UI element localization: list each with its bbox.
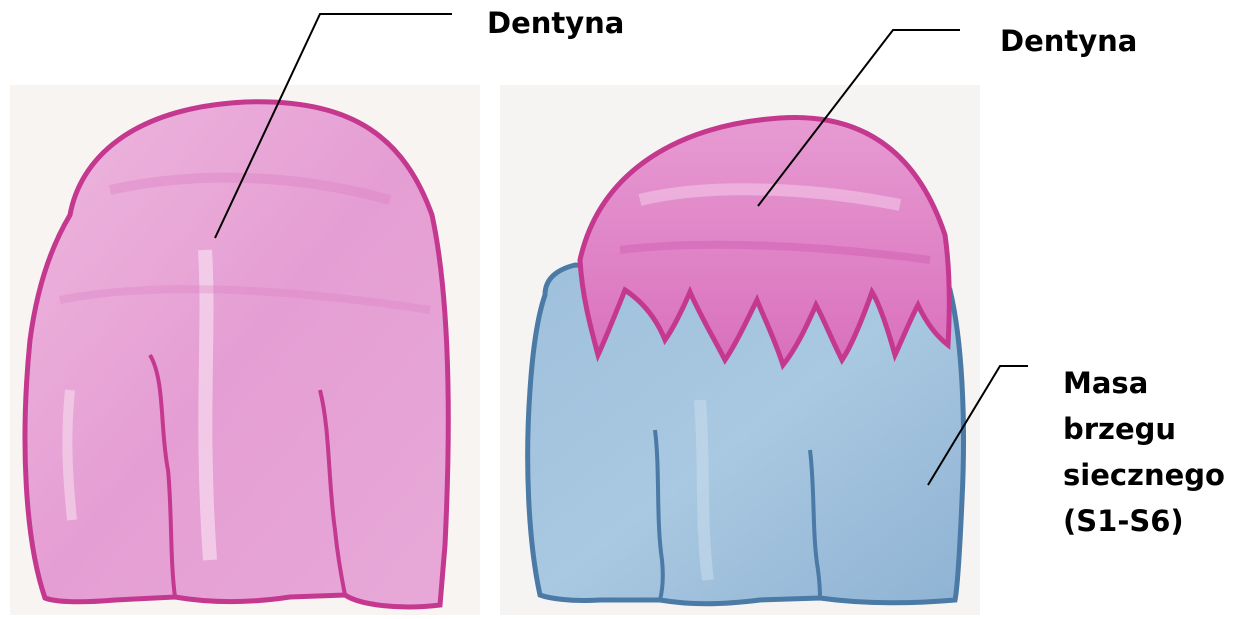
label-incisal-line-1: Masa bbox=[1063, 360, 1225, 406]
label-incisal-line-3: siecznego bbox=[1063, 452, 1225, 498]
label-incisal-line-4: (S1-S6) bbox=[1063, 498, 1225, 544]
label-incisal-line-2: brzegu bbox=[1063, 406, 1225, 452]
left-tooth bbox=[25, 102, 448, 607]
label-left-dentin: Dentyna bbox=[487, 6, 624, 41]
label-right-dentin: Dentyna bbox=[1000, 24, 1137, 59]
label-incisal-mass: Masa brzegu siecznego (S1-S6) bbox=[1063, 360, 1225, 544]
